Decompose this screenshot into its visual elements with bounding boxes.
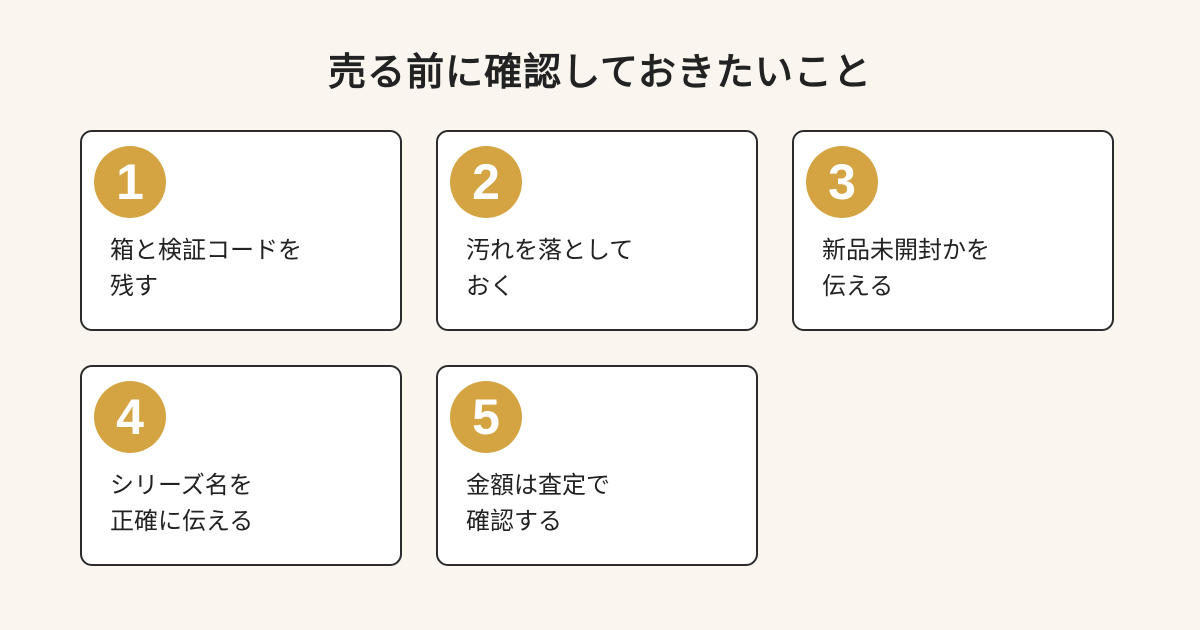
step-number-badge: 2 bbox=[450, 146, 522, 218]
step-number-badge: 4 bbox=[94, 381, 166, 453]
card-text-line: 伝える bbox=[822, 272, 894, 300]
card-text-line: 汚れを落として bbox=[466, 236, 634, 264]
page-title: 売る前に確認しておきたいこと bbox=[328, 50, 872, 94]
step-number-badge: 5 bbox=[450, 381, 522, 453]
step-number-badge: 3 bbox=[806, 146, 878, 218]
card-description: 箱と検証コードを 残す bbox=[110, 232, 350, 304]
checklist-card-4: 4 シリーズ名を 正確に伝える bbox=[80, 365, 402, 566]
checklist-card-5: 5 金額は査定で 確認する bbox=[436, 365, 758, 566]
card-text-line: おく bbox=[466, 272, 514, 300]
card-text-line: 金額は査定で bbox=[466, 471, 610, 499]
card-text-line: 新品未開封かを bbox=[822, 236, 990, 264]
card-description: 汚れを落として おく bbox=[466, 232, 706, 304]
step-number-badge: 1 bbox=[94, 146, 166, 218]
checklist-card-2: 2 汚れを落として おく bbox=[436, 130, 758, 331]
card-description: 新品未開封かを 伝える bbox=[822, 232, 1062, 304]
card-text-line: 残す bbox=[110, 272, 158, 300]
card-text-line: 確認する bbox=[466, 507, 562, 535]
checklist-card-3: 3 新品未開封かを 伝える bbox=[792, 130, 1114, 331]
card-description: 金額は査定で 確認する bbox=[466, 467, 706, 539]
card-description: シリーズ名を 正確に伝える bbox=[110, 467, 350, 539]
card-text-line: 正確に伝える bbox=[110, 507, 254, 535]
card-text-line: シリーズ名を bbox=[110, 471, 253, 499]
checklist-card-1: 1 箱と検証コードを 残す bbox=[80, 130, 402, 331]
card-text-line: 箱と検証コードを bbox=[110, 236, 302, 264]
